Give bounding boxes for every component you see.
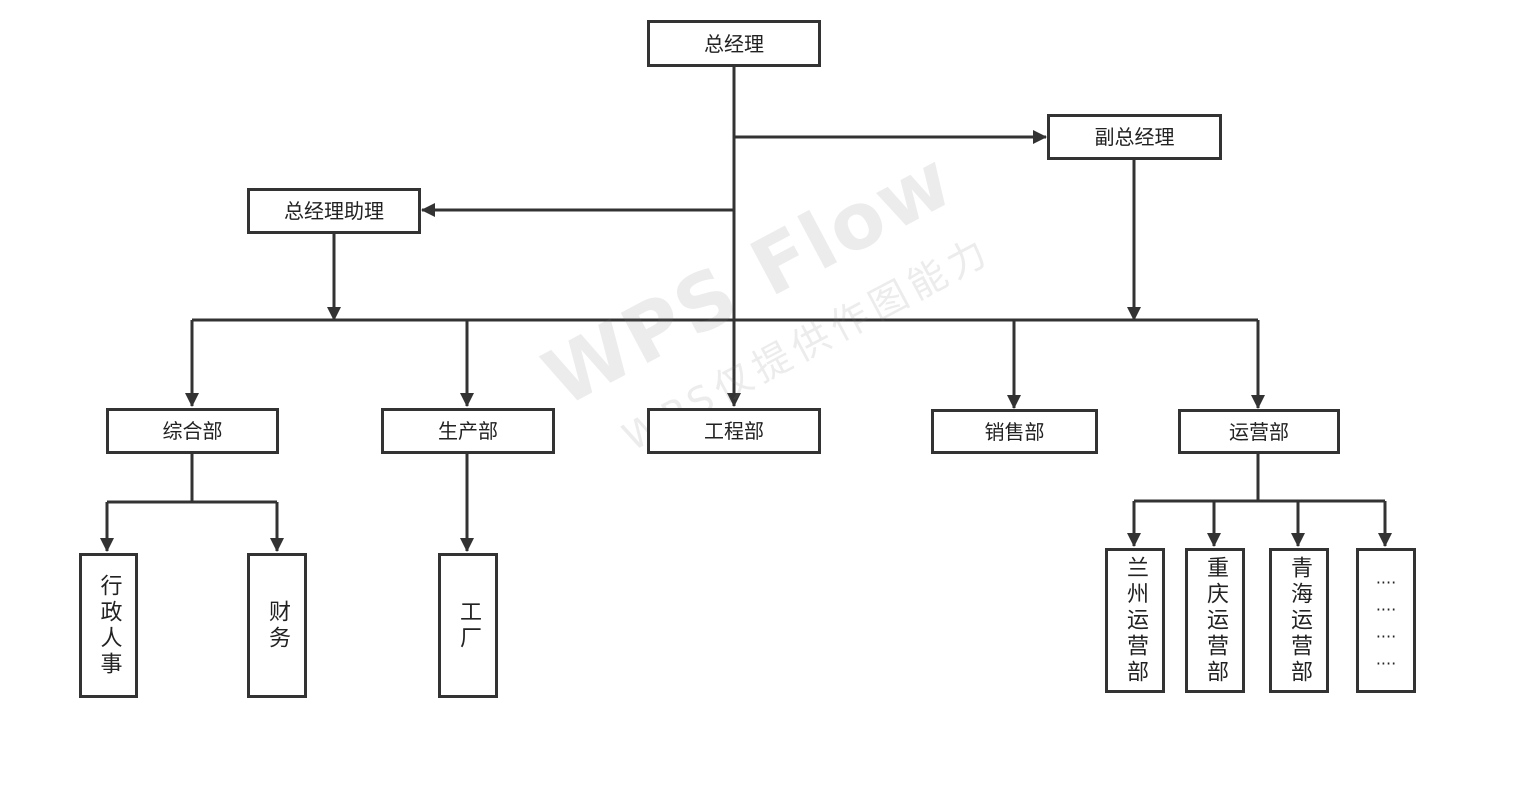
node-lanzhou-ops-label: 兰州运营部: [1123, 555, 1148, 686]
node-assistant-general-manager-label: 总经理助理: [284, 199, 384, 223]
node-qinghai-ops[interactable]: 青海运营部: [1269, 548, 1329, 693]
node-general-manager[interactable]: 总经理: [647, 20, 821, 67]
node-sales-dept[interactable]: 销售部: [931, 409, 1098, 454]
node-admin-hr-label: 行政人事: [96, 573, 122, 678]
node-finance-label: 财务: [265, 599, 290, 652]
node-lanzhou-ops[interactable]: 兰州运营部: [1105, 548, 1165, 693]
node-qinghai-ops-label: 青海运营部: [1287, 555, 1312, 686]
node-operations-dept-label: 运营部: [1229, 419, 1289, 444]
node-engineering-dept-label: 工程部: [704, 419, 764, 443]
node-general-affairs-dept-label: 综合部: [162, 419, 223, 443]
node-operations-dept[interactable]: 运营部: [1178, 409, 1340, 454]
node-deputy-general-manager[interactable]: 副总经理: [1047, 114, 1222, 160]
node-factory-label: 工厂: [456, 599, 481, 652]
node-assistant-general-manager[interactable]: 总经理助理: [247, 188, 421, 234]
node-deputy-general-manager-label: 副总经理: [1094, 125, 1175, 149]
node-admin-hr[interactable]: 行政人事: [79, 553, 138, 698]
node-general-affairs-dept[interactable]: 综合部: [106, 408, 279, 454]
node-engineering-dept[interactable]: 工程部: [647, 408, 821, 454]
node-finance[interactable]: 财务: [247, 553, 307, 698]
node-more-ops[interactable]: ···· ···· ···· ····: [1356, 548, 1416, 693]
node-sales-dept-label: 销售部: [984, 419, 1045, 444]
node-chongqing-ops-label: 重庆运营部: [1203, 555, 1228, 686]
node-production-dept-label: 生产部: [438, 419, 498, 443]
node-production-dept[interactable]: 生产部: [381, 408, 555, 454]
node-general-manager-label: 总经理: [704, 31, 764, 56]
node-factory[interactable]: 工厂: [438, 553, 498, 698]
node-chongqing-ops[interactable]: 重庆运营部: [1185, 548, 1245, 693]
node-more-ops-label: ···· ···· ···· ····: [1375, 572, 1397, 673]
